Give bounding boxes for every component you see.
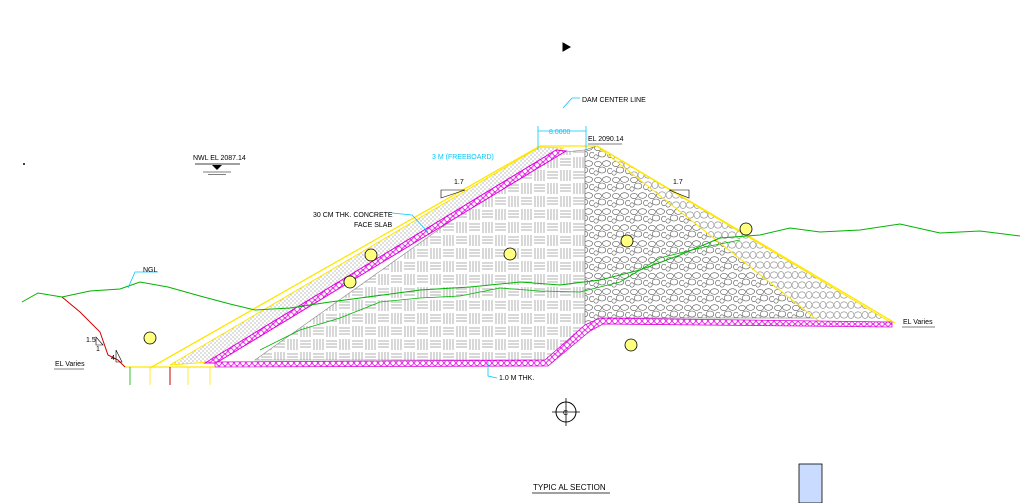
el-varies-right-label: EL Varies (903, 319, 933, 326)
direction-arrow-icon (562, 42, 572, 52)
center-line-leader (562, 97, 580, 109)
section-marker-label: C (563, 410, 568, 417)
ngl-label: NGL (143, 267, 158, 274)
cut-slope-triangle-2 (115, 349, 123, 363)
face-slab-label-line2: FACE SLAB (354, 222, 392, 229)
ngl-leader (127, 271, 158, 289)
cut-slope-label: 1.5 (86, 337, 96, 344)
nwl-label: NWL EL 2087.14 (193, 155, 246, 162)
zone-marker (364, 248, 378, 262)
left-excavation-cut (61, 296, 126, 368)
downstream-slope-triangle (668, 189, 690, 199)
crest-width-label: 8.0000 (549, 129, 571, 136)
upstream-slope-triangle (440, 189, 466, 199)
cut-slope-four-label: 4 (111, 355, 115, 362)
cut-slope-triangle (95, 336, 104, 346)
concrete-face-slab (203, 149, 568, 364)
water-level-icon (212, 165, 222, 170)
rockfill-zone (584, 145, 821, 326)
plinth-leader (487, 362, 498, 379)
internal-ground-line (259, 239, 741, 351)
face-slab-leader (391, 212, 429, 233)
stray-point (23, 163, 25, 165)
zone-marker (620, 234, 634, 248)
legend-swatch (798, 463, 823, 503)
upstream-slope-label: 1.7 (454, 179, 464, 186)
cut-slope-one-label: 1 (96, 346, 100, 353)
freeboard-label: 3 M (FREEBOARD) (432, 154, 494, 161)
crest-elevation-label: EL 2090.14 (588, 136, 624, 143)
zone-marker (624, 338, 638, 352)
downstream-slope-label: 1.7 (673, 179, 683, 186)
zone-marker (739, 222, 753, 236)
plinth-thickness-label: 1.0 M THK. (499, 375, 534, 382)
zone-marker (503, 247, 517, 261)
section-title: TYPIC AL SECTION (533, 483, 606, 492)
dam-center-line-label: DAM CENTER LINE (582, 97, 646, 104)
plinth-band (214, 317, 893, 368)
face-slab-label-line1: 30 CM THK. CONCRETE (313, 212, 393, 219)
zone-marker (343, 275, 357, 289)
natural-ground-line (21, 223, 1021, 311)
zone-marker (143, 331, 157, 345)
el-varies-left-label: EL Varies (55, 361, 85, 368)
